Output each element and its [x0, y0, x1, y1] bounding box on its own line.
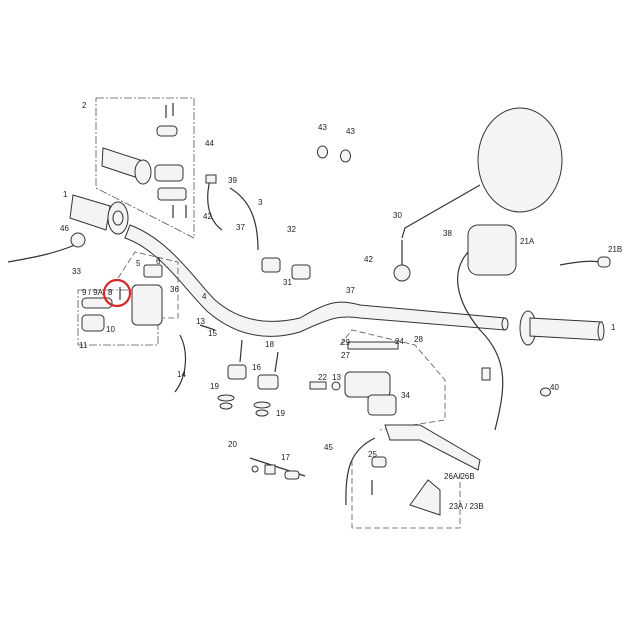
part-label-42-right: 42: [364, 255, 373, 264]
part-label-6: 6: [156, 257, 161, 266]
brake-master-cylinder: [344, 341, 481, 516]
part-label-19-right: 19: [276, 409, 285, 418]
part-label-29: 29: [341, 338, 350, 347]
part-label-39: 39: [228, 176, 237, 185]
right-switch: [467, 224, 517, 276]
part-label-25: 25: [368, 450, 377, 459]
part-label-11: 11: [79, 341, 88, 350]
small-parts: [249, 145, 551, 480]
part-label-10: 10: [106, 325, 115, 334]
part-label-43-b: 43: [346, 127, 355, 136]
part-label-33: 33: [72, 267, 81, 276]
part-label-30: 30: [393, 211, 402, 220]
part-label-37-left: 37: [236, 223, 245, 232]
part-label-1-right: 1: [611, 323, 616, 332]
part-label-21b: 21B: [608, 245, 623, 254]
left-lever-assembly: [81, 264, 163, 332]
part-label-9-9a: 9 / 9A: [82, 288, 103, 297]
part-label-1-left: 1: [63, 190, 68, 199]
part-label-28: 28: [414, 335, 423, 344]
part-label-4: 4: [202, 292, 207, 301]
part-label-13-right: 13: [332, 373, 341, 382]
mirror: [393, 107, 563, 282]
part-label-44: 44: [205, 139, 214, 148]
part-label-34: 34: [401, 391, 410, 400]
part-label-18: 18: [265, 340, 274, 349]
part-label-36: 36: [170, 285, 179, 294]
handlebar-clamps: [217, 257, 311, 417]
part-label-14: 14: [177, 370, 186, 379]
part-label-32: 32: [287, 225, 296, 234]
part-label-31: 31: [283, 278, 292, 287]
part-label-42-left: 42: [203, 212, 212, 221]
part-label-22: 22: [318, 373, 327, 382]
part-label-2: 2: [82, 101, 87, 110]
part-label-45: 45: [324, 443, 333, 452]
part-label-26a-26b: 26A/26B: [444, 472, 475, 481]
part-label-24: 24: [395, 337, 404, 346]
part-label-37-right: 37: [346, 286, 355, 295]
part-label-43-a: 43: [318, 123, 327, 132]
part-label-5: 5: [136, 259, 141, 268]
part-label-23a-23b: 23A / 23B: [449, 502, 484, 511]
part-label-8: 8: [108, 288, 113, 297]
part-label-20: 20: [228, 440, 237, 449]
left-grip: [69, 194, 129, 235]
part-label-38: 38: [443, 229, 452, 238]
part-label-3: 3: [258, 198, 263, 207]
part-label-13-left: 13: [196, 317, 205, 326]
right-grip: [519, 310, 605, 346]
part-label-27: 27: [341, 351, 350, 360]
part-label-19-left: 19: [210, 382, 219, 391]
part-label-21a: 21A: [520, 237, 535, 246]
part-label-17: 17: [281, 453, 290, 462]
part-label-16: 16: [252, 363, 261, 372]
part-label-15: 15: [208, 329, 217, 338]
handlebar: [124, 224, 506, 337]
throttle-assembly: [101, 103, 187, 218]
highlight-circle-part-8: [102, 278, 132, 308]
part-label-46: 46: [60, 224, 69, 233]
part-label-40: 40: [550, 383, 559, 392]
